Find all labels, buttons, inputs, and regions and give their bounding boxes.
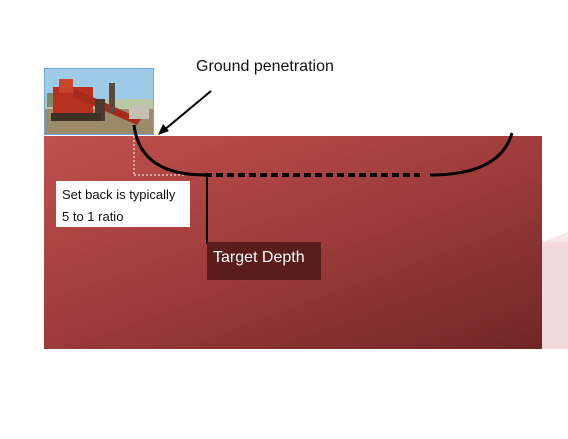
bore-path-entry [132,124,206,177]
setback-note: Set back is typically 5 to 1 ratio [56,181,190,227]
target-depth-label: Target Depth [207,242,321,280]
arrow-icon [162,90,212,132]
setback-line-1: Set back is typically [62,187,176,202]
ground-penetration-label: Ground penetration [196,58,334,75]
ground-side-face [542,242,568,349]
ground-side-top [542,232,568,242]
bore-path-exit [429,132,514,177]
setback-line-2: 5 to 1 ratio [62,209,124,224]
arrow-head-icon [158,124,169,135]
